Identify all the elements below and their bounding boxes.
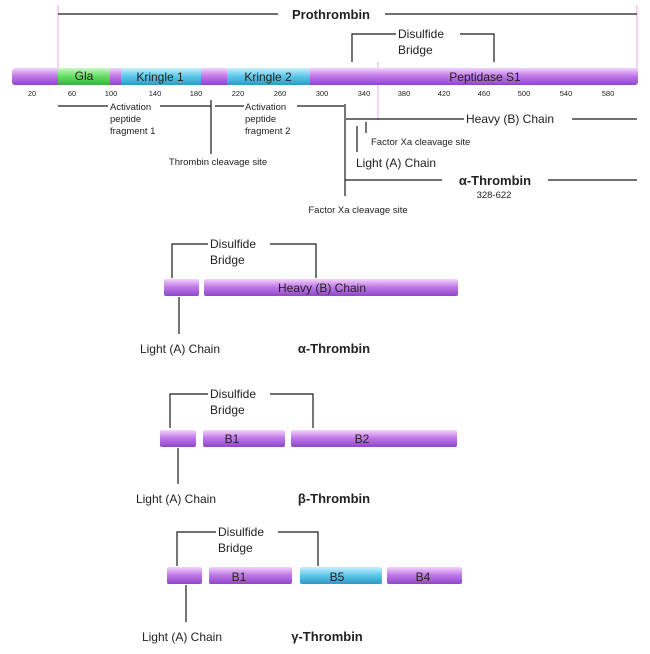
tick-label: 140 [149,89,162,98]
gamma-thrombin-title: γ-Thrombin [291,629,363,644]
beta-thrombin-title: β-Thrombin [298,491,370,506]
heavy-chain-bar [204,279,458,296]
light-chain-label: Light (A) Chain [356,156,436,170]
activation-fragment-2-label: Activation [245,102,286,113]
tick-label: 460 [478,89,491,98]
tick-label: 220 [232,89,245,98]
tick-label: 100 [105,89,118,98]
domain-gla [58,68,110,85]
heavy-chain-label: Heavy (B) Chain [278,281,366,295]
domain-kringle-1 [121,68,201,85]
tick-label: 500 [518,89,531,98]
disulfide-bridge-bracket [351,33,396,62]
beta-thrombin-section: Disulfide Bridge B1 B2 Light (A) Chain β… [136,387,457,506]
alpha-thrombin-section: Disulfide Bridge Heavy (B) Chain Light (… [140,237,458,356]
tick-label: 580 [602,89,615,98]
segment-b4-label: B4 [416,570,431,584]
segment-b4 [387,567,462,584]
svg-text:fragment 1: fragment 1 [110,126,155,137]
light-chain-bar [164,279,199,296]
segment-b2-label: B2 [355,432,370,446]
domain-kringle-1-label: Kringle 1 [136,70,184,84]
domain-gla-label: Gla [75,69,94,83]
segment-b1-label: B1 [232,570,247,584]
light-chain-bar [160,430,196,447]
alpha-thrombin-span-title: α-Thrombin [459,173,531,188]
heavy-chain-label: Heavy (B) Chain [466,112,554,126]
disulfide-label-line1: Disulfide [218,525,264,539]
tick-label: 380 [398,89,411,98]
disulfide-label-line2: Bridge [210,403,245,417]
segment-b5 [300,567,382,584]
segment-b2 [291,430,457,447]
domain-kringle-2-label: Kringle 2 [244,70,292,84]
factor-xa-cleavage-1-label: Factor Xa cleavage site [371,137,470,148]
disulfide-label-line2: Bridge [210,253,245,267]
tick-label: 340 [358,89,371,98]
segment-b1-label: B1 [225,432,240,446]
alpha-thrombin-range: 328-622 [477,190,512,201]
tick-label: 60 [68,89,76,98]
prothrombin-title: Prothrombin [292,7,370,22]
factor-xa-cleavage-2-label: Factor Xa cleavage site [308,205,407,216]
disulfide-label-line1: Disulfide [210,387,256,401]
light-chain-label: Light (A) Chain [140,342,220,356]
tick-label: 540 [560,89,573,98]
tick-label: 260 [274,89,287,98]
disulfide-label-line2: Bridge [398,43,433,57]
light-chain-label: Light (A) Chain [136,492,216,506]
gamma-thrombin-section: Disulfide Bridge B1 B5 B4 Light (A) Chai… [142,525,462,644]
light-chain-label: Light (A) Chain [142,630,222,644]
domain-kringle-2 [227,68,310,85]
segment-b5-label: B5 [330,570,345,584]
tick-label: 20 [28,89,36,98]
svg-text:peptide: peptide [245,114,276,125]
disulfide-label-line2: Bridge [218,541,253,555]
svg-text:peptide: peptide [110,114,141,125]
thrombin-cleavage-label: Thrombin cleavage site [169,157,267,168]
alpha-thrombin-title: α-Thrombin [298,341,370,356]
prothrombin-section: Prothrombin Disulfide Bridge Gla Kringle… [12,5,638,216]
svg-text:fragment 2: fragment 2 [245,126,290,137]
disulfide-label-line1: Disulfide [210,237,256,251]
tick-label: 180 [190,89,203,98]
disulfide-bridge-bracket [171,243,208,278]
disulfide-label-line1: Disulfide [398,27,444,41]
tick-label: 420 [438,89,451,98]
disulfide-bridge-bracket [176,531,216,566]
activation-fragment-1-label: Activation [110,102,151,113]
disulfide-bridge-bracket [169,393,208,428]
segment-b1 [209,567,292,584]
segment-b1 [203,430,285,447]
domain-peptidase-s1-label: Peptidase S1 [449,70,521,84]
tick-label: 300 [316,89,329,98]
light-chain-bar [167,567,202,584]
